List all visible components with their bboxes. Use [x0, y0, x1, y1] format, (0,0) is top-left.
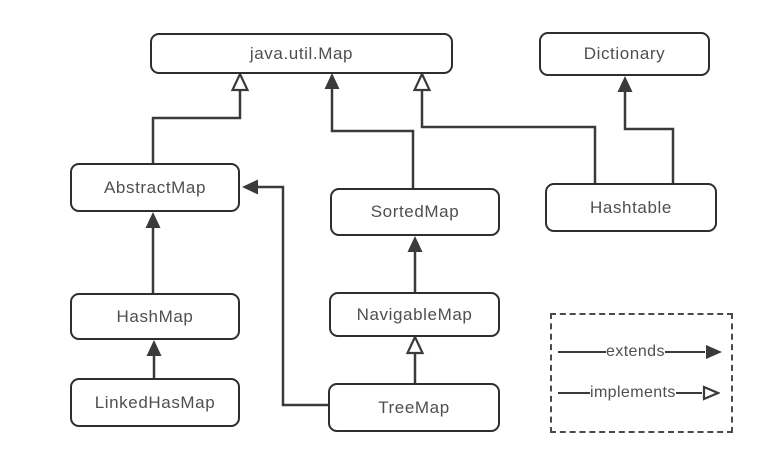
node-hash-map-label: HashMap	[116, 306, 194, 326]
node-tree-map: TreeMap	[328, 383, 500, 432]
edge-navigablemap-extends-sortedmap	[407, 236, 423, 292]
legend-extends-line	[558, 350, 606, 354]
legend-implements-line	[675, 391, 702, 395]
edge-hashtable-implements-map	[412, 71, 597, 183]
node-dictionary-label: Dictionary	[583, 44, 666, 63]
edge-sortedmap-extends-map	[324, 73, 415, 188]
implements-arrowhead	[405, 334, 425, 355]
edge-treemap-implements-navigablemap	[405, 334, 425, 383]
legend-row-extends: extends	[558, 342, 725, 362]
legend-row-implements: implements	[558, 383, 725, 403]
extends-arrowhead	[145, 212, 161, 228]
extends-arrowhead	[324, 73, 340, 89]
edge-treemap-extends-abstractmap	[242, 179, 328, 407]
node-navigable-map-label: NavigableMap	[356, 304, 473, 324]
node-hashtable: Hashtable	[545, 183, 717, 232]
extends-arrowhead	[407, 236, 423, 252]
node-sorted-map: SortedMap	[330, 188, 500, 236]
implements-arrowhead	[412, 71, 432, 92]
node-java-util-map-label: java.util.Map	[249, 43, 354, 63]
edge-abstractmap-implements-map	[151, 71, 250, 163]
legend-implements-line	[558, 391, 590, 395]
legend-implements-label: implements	[590, 384, 676, 401]
node-tree-map-label: TreeMap	[378, 397, 450, 417]
extends-arrowhead	[617, 76, 633, 92]
extends-arrowhead	[146, 340, 162, 356]
extends-arrowhead	[242, 179, 258, 195]
edge-hashtable-extends-dictionary	[617, 76, 675, 183]
legend-extends-label: extends	[606, 343, 665, 360]
node-hash-map: HashMap	[70, 293, 240, 340]
node-linked-has-map: LinkedHasMap	[70, 378, 240, 427]
node-linked-has-map-label: LinkedHasMap	[94, 392, 216, 412]
legend: extends implements	[550, 313, 733, 433]
node-dictionary: Dictionary	[539, 32, 710, 76]
edge-linkedhasmap-extends-hashmap	[146, 340, 162, 378]
implements-arrowhead-icon	[702, 385, 720, 401]
implements-arrowhead	[230, 71, 250, 92]
node-abstract-map-label: AbstractMap	[103, 177, 207, 197]
node-navigable-map: NavigableMap	[329, 292, 500, 337]
node-abstract-map: AbstractMap	[70, 163, 240, 212]
edge-hashmap-extends-abstractmap	[145, 212, 161, 293]
node-java-util-map: java.util.Map	[150, 33, 453, 74]
legend-extends-line	[664, 350, 705, 354]
extends-arrowhead-icon	[705, 345, 722, 359]
node-sorted-map-label: SortedMap	[370, 202, 460, 221]
node-hashtable-label: Hashtable	[590, 197, 672, 217]
